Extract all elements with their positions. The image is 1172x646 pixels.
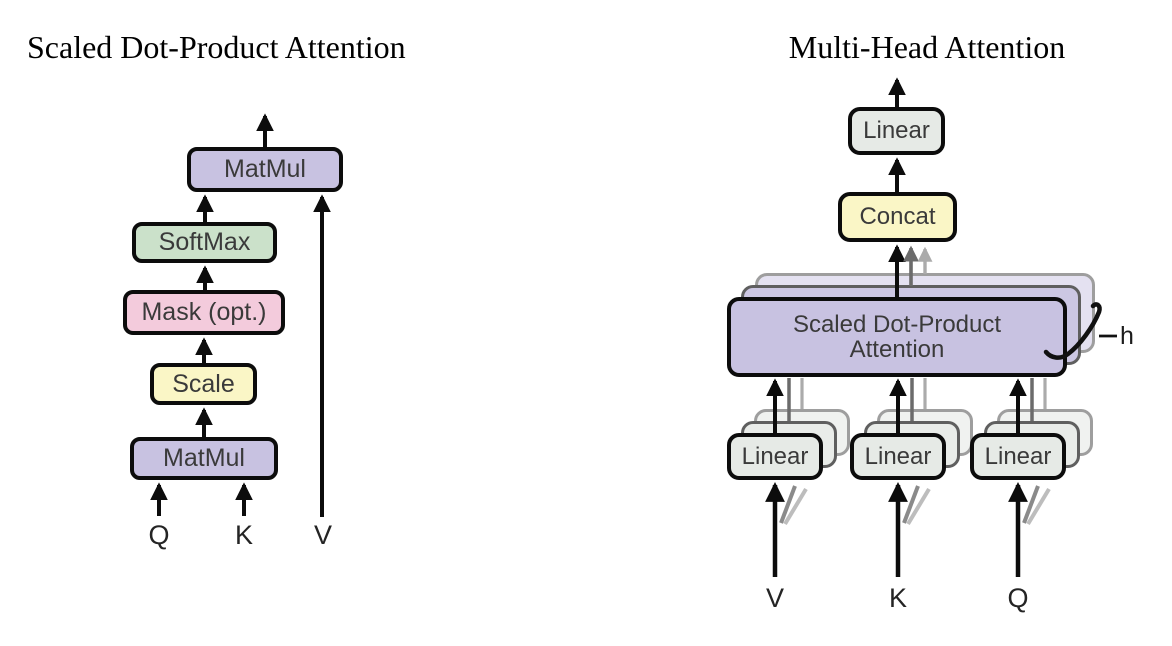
right-linear-out-box: Linear [848,107,945,155]
left-matmul-bottom-box: MatMul [130,437,278,480]
left-mask-box: Mask (opt.) [123,290,285,335]
right-v-label: V [765,583,784,613]
v-input-ghost-fan-2 [783,487,808,526]
left-softmax-label: SoftMax [158,228,251,257]
left-softmax-box: SoftMax [132,222,277,263]
q-input-ghost-fan-1 [1022,485,1040,524]
left-matmul-bottom-label: MatMul [163,444,245,473]
right-k-label: K [888,583,907,613]
q-input-ghost-fan-2 [1026,487,1051,526]
left-scale-box: Scale [150,363,257,405]
left-mask-label: Mask (opt.) [141,298,267,327]
k-input-ghost-fan-2 [906,487,931,526]
right-sdpa-box: Scaled Dot-Product Attention [727,297,1067,377]
right-sdpa-label-line2: Attention [849,336,945,363]
right-q-label: Q [1007,583,1029,613]
left-diagram-title: Scaled Dot-Product Attention [27,29,406,65]
left-matmul-top-label: MatMul [224,155,306,184]
k-input-ghost-fan-1 [902,485,920,524]
left-matmul-top-box: MatMul [187,147,343,192]
right-linear-k-label: Linear [864,442,932,470]
right-concat-box: Concat [838,192,957,242]
right-linear-q-label: Linear [984,442,1052,470]
right-diagram-title: Multi-Head Attention [788,29,1066,65]
left-v-label: V [313,520,332,550]
head-count-label: h [1120,322,1134,350]
right-linear-v-label: Linear [741,442,809,470]
right-linear-k-box: Linear [850,433,946,480]
left-scale-label: Scale [172,369,235,398]
left-q-label: Q [148,520,170,550]
right-linear-v-box: Linear [727,433,823,480]
right-linear-out-label: Linear [863,117,930,145]
left-k-label: K [234,520,253,550]
right-linear-q-box: Linear [970,433,1066,480]
v-input-ghost-fan-1 [779,485,797,524]
right-concat-label: Concat [859,203,936,231]
right-sdpa-label-line1: Scaled Dot-Product [792,310,1002,338]
